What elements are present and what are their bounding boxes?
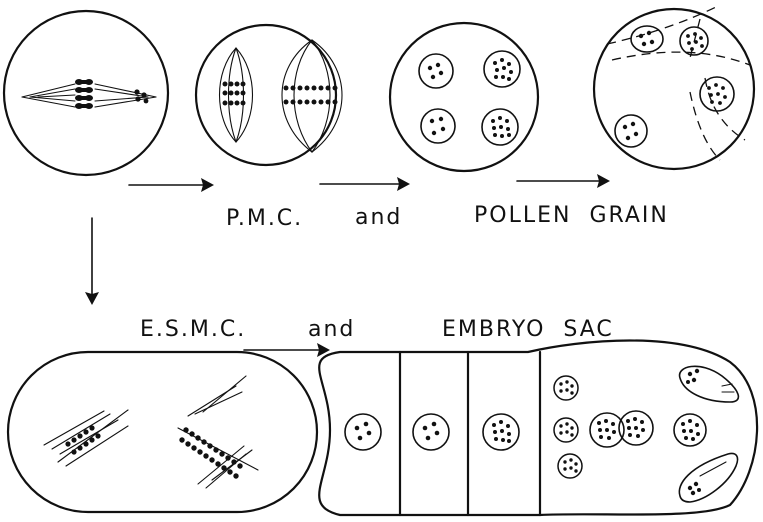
arrow-to-pmc — [129, 178, 214, 192]
arrow-down-to-esmc — [85, 218, 99, 305]
label-pmc: P.M.C. — [226, 206, 303, 231]
pmc-second-division-cell — [196, 25, 342, 165]
pmc-metaphase-cell — [4, 11, 168, 175]
label-and-top: and — [355, 205, 402, 230]
label-embryo-sac: EMBRYO SAC — [442, 317, 614, 342]
esmc-cell — [8, 352, 317, 512]
embryo-sac-cell — [319, 341, 757, 516]
label-and-bottom: and — [308, 317, 355, 342]
pollen-grain-cell — [594, 5, 754, 169]
tetrad-cell — [390, 23, 538, 171]
label-esmc: E.S.M.C. — [140, 317, 246, 342]
arrow-to-pollen-grain — [517, 174, 610, 188]
label-pollen-grain: POLLEN GRAIN — [474, 203, 669, 228]
arrow-pmc-to-and — [320, 177, 410, 191]
